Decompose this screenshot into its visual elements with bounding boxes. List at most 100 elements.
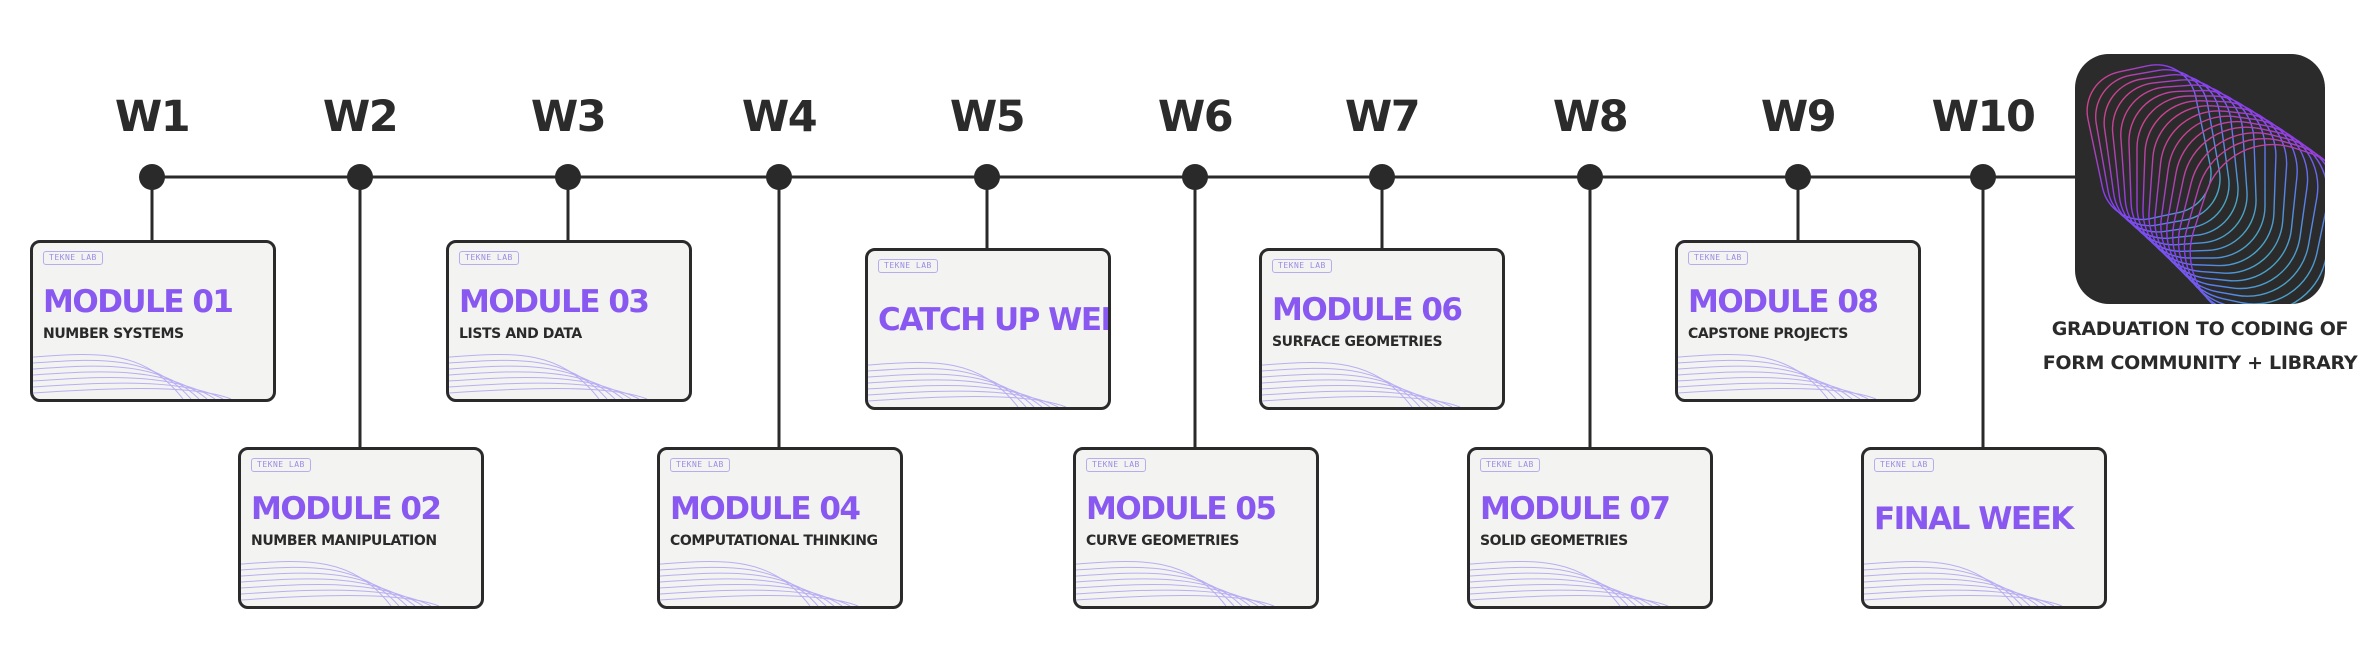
wave-line <box>1076 566 1235 606</box>
card-tag: TEKNE LAB <box>878 259 938 273</box>
card-title: MODULE 01 <box>43 284 234 320</box>
timeline-node-w9 <box>1785 164 1811 190</box>
card-wave-decoration <box>241 560 440 606</box>
wave-loop <box>2136 95 2266 259</box>
wave-line <box>1864 566 2023 606</box>
wave-loop <box>2166 120 2319 297</box>
wave-loop <box>2171 126 2325 304</box>
wave-line <box>241 595 440 606</box>
wave-line <box>1076 595 1275 606</box>
card-tag: TEKNE LAB <box>43 251 103 265</box>
wave-line <box>241 560 392 606</box>
card-title: MODULE 05 <box>1086 491 1277 527</box>
timeline-node-w8 <box>1577 164 1603 190</box>
card-title: MODULE 02 <box>251 491 442 527</box>
card-wave-decoration <box>660 560 859 606</box>
week-label-w5: W5 <box>949 92 1026 142</box>
timeline-node-w2 <box>347 164 373 190</box>
wave-line <box>449 353 600 399</box>
wave-line <box>33 359 192 399</box>
wave-line <box>868 367 1027 407</box>
timeline-node-w4 <box>766 164 792 190</box>
wave-loop <box>2148 105 2288 274</box>
wave-loop <box>2142 100 2277 267</box>
timeline-node-w6 <box>1182 164 1208 190</box>
card-subtitle: NUMBER MANIPULATION <box>251 533 437 549</box>
card-title: MODULE 04 <box>670 491 861 527</box>
card-tag: TEKNE LAB <box>459 251 519 265</box>
wave-line <box>1470 566 1629 606</box>
card-subtitle: COMPUTATIONAL THINKING <box>670 533 878 549</box>
card-wave-decoration <box>33 353 232 399</box>
module-card-3[interactable]: TEKNE LAB MODULE 03 LISTS AND DATA <box>446 240 692 402</box>
wave-line <box>660 560 811 606</box>
card-tag: TEKNE LAB <box>1688 251 1748 265</box>
wave-loop <box>2177 132 2325 304</box>
week-label-w8: W8 <box>1552 92 1629 142</box>
card-title: MODULE 07 <box>1480 491 1671 527</box>
wave-line <box>1262 367 1421 407</box>
module-card-4[interactable]: TEKNE LAB MODULE 04 COMPUTATIONAL THINKING <box>657 447 903 609</box>
card-tag: TEKNE LAB <box>1480 458 1540 472</box>
card-wave-decoration <box>1678 353 1877 399</box>
card-tag: TEKNE LAB <box>251 458 311 472</box>
card-wave-decoration <box>1076 560 1275 606</box>
wave-loop <box>2103 73 2230 233</box>
card-wave-decoration <box>1470 560 1669 606</box>
card-tag: TEKNE LAB <box>1272 259 1332 273</box>
module-card-7[interactable]: TEKNE LAB MODULE 06 SURFACE GEOMETRIES <box>1259 248 1505 410</box>
wave-line <box>868 396 1067 407</box>
wave-line <box>33 353 184 399</box>
wave-line <box>1076 560 1227 606</box>
week-label-w2: W2 <box>322 92 399 142</box>
card-subtitle: SURFACE GEOMETRIES <box>1272 334 1443 350</box>
wave-line <box>1262 361 1413 407</box>
card-title: MODULE 03 <box>459 284 650 320</box>
module-card-9[interactable]: TEKNE LAB MODULE 08 CAPSTONE PROJECTS <box>1675 240 1921 402</box>
graduation-artwork <box>2075 54 2325 304</box>
wave-line <box>1678 359 1837 399</box>
wave-loop <box>2189 143 2325 304</box>
card-tag: TEKNE LAB <box>1874 458 1934 472</box>
card-subtitle: CAPSTONE PROJECTS <box>1688 326 1848 342</box>
wave-line <box>449 388 648 399</box>
week-label-w7: W7 <box>1344 92 1421 142</box>
wave-line <box>660 595 859 606</box>
wave-line <box>1262 396 1461 407</box>
week-label-w1: W1 <box>114 92 191 142</box>
week-label-w6: W6 <box>1157 92 1234 142</box>
graduation-caption-line-2: FORM COMMUNITY + LIBRARY <box>2042 352 2358 374</box>
card-title: CATCH UP WEEK <box>878 302 1108 338</box>
wave-line <box>868 361 1019 407</box>
card-subtitle: CURVE GEOMETRIES <box>1086 533 1239 549</box>
wave-line <box>449 359 608 399</box>
card-title: FINAL WEEK <box>1874 501 2074 537</box>
timeline-node-w1 <box>139 164 165 190</box>
wave-line <box>1678 388 1877 399</box>
week-label-w10: W10 <box>1931 92 2036 142</box>
wave-loop <box>2128 89 2257 253</box>
wave-line <box>1470 560 1621 606</box>
graduation-caption: GRADUATION TO CODING OF FORM COMMUNITY +… <box>2040 312 2360 380</box>
wave-line <box>1864 560 2015 606</box>
module-card-10[interactable]: TEKNE LAB FINAL WEEK <box>1861 447 2107 609</box>
wave-line <box>33 388 232 399</box>
wave-line <box>1864 595 2063 606</box>
module-card-5[interactable]: TEKNE LAB CATCH UP WEEK <box>865 248 1111 410</box>
card-tag: TEKNE LAB <box>670 458 730 472</box>
module-card-2[interactable]: TEKNE LAB MODULE 02 NUMBER MANIPULATION <box>238 447 484 609</box>
timeline-node-w5 <box>974 164 1000 190</box>
card-title: MODULE 06 <box>1272 292 1463 328</box>
card-wave-decoration <box>1262 361 1461 407</box>
wave-loop <box>2086 64 2212 221</box>
wave-line <box>1678 353 1829 399</box>
timeline-node-w10 <box>1970 164 1996 190</box>
card-subtitle: LISTS AND DATA <box>459 326 582 342</box>
card-title: MODULE 08 <box>1688 284 1879 320</box>
wave-loop <box>2094 68 2221 227</box>
week-label-w4: W4 <box>741 92 818 142</box>
